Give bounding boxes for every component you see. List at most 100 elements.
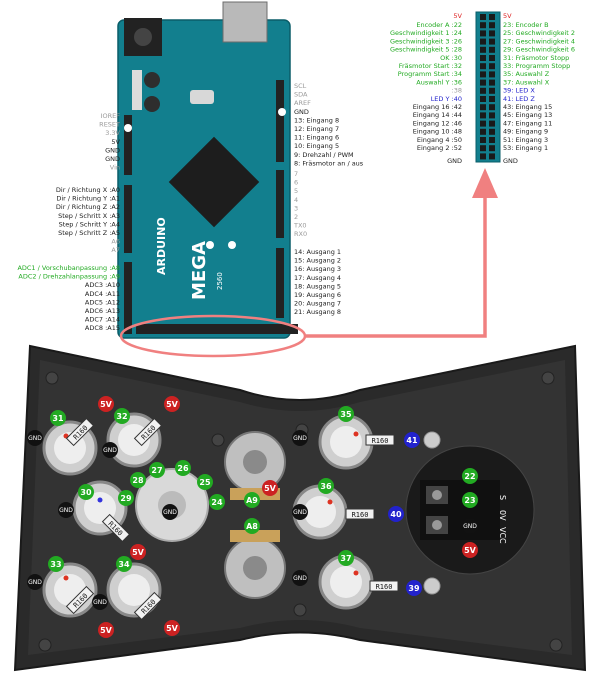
svg-text:GND: GND (163, 509, 177, 516)
header-pin (480, 79, 486, 86)
digital-pin-label: 5 (294, 187, 298, 195)
analog-pin-label: ADC1 / Vorschubanpassung :A8 (17, 264, 120, 272)
analog-pin-label: Step / Schritt X :A3 (58, 212, 120, 220)
gnd-badge: GND (292, 504, 308, 520)
header-pin (480, 104, 486, 111)
header-pin (489, 153, 495, 160)
svg-text:36: 36 (320, 482, 332, 491)
badge-b24: 24 (209, 494, 225, 510)
badge-v5: 5V (98, 396, 114, 412)
header-pin-label-left: Eingang 14 :44 (413, 111, 462, 119)
header-gnd-right: GND (503, 157, 518, 165)
mount-hole (124, 124, 132, 132)
header-right-labels: 23: Encoder B25: Geschwindigkeit 227: Ge… (503, 21, 575, 152)
screw (293, 603, 307, 617)
gnd-badge: GND (58, 502, 74, 518)
gnd-badge: GND (92, 594, 108, 610)
header-pin (489, 137, 495, 143)
header-pin (480, 38, 486, 45)
usb-port (222, 1, 268, 43)
analog-pin-label: ADC7 :A14 (85, 316, 120, 324)
svg-text:40: 40 (390, 510, 402, 519)
digital-pin-label: 3 (294, 204, 298, 212)
header-pin-label-left: Eingang 4 :50 (417, 136, 462, 144)
svg-text:GND: GND (93, 599, 107, 606)
gnd-badge: GND (162, 504, 178, 520)
svg-text:GND: GND (293, 509, 307, 516)
header-pin (489, 30, 495, 37)
svg-text:GND: GND (59, 507, 73, 514)
gnd-badge: GND (462, 518, 478, 534)
header-pin (480, 128, 486, 135)
badge-b23: 23 (462, 492, 478, 508)
badge-b27: 27 (149, 462, 165, 478)
resistor-r160: R160 (369, 580, 399, 592)
svg-text:R160: R160 (376, 583, 393, 591)
svg-text:GND: GND (28, 435, 42, 442)
header-pin-label-left: Geschwindigkeit 3 :26 (390, 37, 462, 45)
digital-pin-label: AREF (294, 99, 311, 107)
terminal-s: S (498, 495, 507, 500)
svg-text:GND: GND (28, 579, 42, 586)
svg-text:22: 22 (464, 472, 475, 481)
power-pin-label: IOREF (101, 112, 121, 120)
header-pin (480, 30, 486, 37)
header-pin (480, 46, 486, 53)
digital-pin-label: 10: Eingang 5 (294, 142, 339, 150)
header-pin (480, 87, 486, 94)
header-pin (489, 63, 495, 70)
connector-arrow (305, 196, 487, 338)
power-pin-label: RESET (99, 121, 120, 129)
power-pin-label: Vin (110, 164, 120, 172)
header-pin-label-right: 25: Geschwindigkeit 2 (503, 29, 575, 37)
header-pin-label-right: 47: Eingang 11 (503, 119, 552, 127)
encoder-module: S 0V VCC (405, 445, 535, 575)
badge-b30: 30 (78, 484, 94, 500)
comm-header (276, 248, 284, 318)
header-pin-label-right: 31: Fräsmotor Stopp (503, 54, 569, 62)
header-pin (480, 22, 486, 29)
svg-text:R160: R160 (372, 437, 389, 445)
gnd-badge: GND (292, 570, 308, 586)
header-pin-label-left: Encoder A :22 (416, 21, 462, 29)
comm-pin-label: 16: Ausgang 3 (294, 265, 341, 273)
mount-hole (278, 108, 286, 116)
digital-pin-label: RX0 (294, 230, 307, 238)
header-pin-label-left: Eingang 12 :46 (413, 119, 462, 127)
header-pin (480, 120, 486, 127)
header-pin-label-left: Eingang 16 :42 (413, 103, 462, 111)
screw (45, 371, 59, 385)
svg-text:A9: A9 (246, 496, 258, 505)
svg-text:5V: 5V (464, 546, 477, 555)
analog-header-2 (124, 262, 132, 334)
header-gnd-left: GND (447, 157, 462, 165)
svg-text:5V: 5V (166, 624, 179, 633)
header-pin-label-left: Eingang 2 :52 (417, 144, 462, 152)
comm-pin-label: 20: Ausgang 7 (294, 300, 341, 308)
header-pin-label-right: 53: Eingang 1 (503, 144, 548, 152)
terminal-vcc: VCC (498, 527, 507, 544)
badge-v5: 5V (164, 620, 180, 636)
header-pin (489, 120, 495, 127)
analog-pin-label: A7 (111, 246, 120, 254)
header-pin-label-right: 29: Geschwindigkeit 6 (503, 46, 575, 54)
analog-pin-label: ADC5 :A12 (85, 298, 120, 306)
comm-pin-label: 19: Ausgang 6 (294, 291, 341, 299)
badge-b29: 29 (118, 490, 134, 506)
header-pin-label-right: 43: Eingang 15 (503, 103, 552, 111)
led-z (423, 431, 441, 449)
header-pin-label-left: Geschwindigkeit 1 :24 (390, 29, 462, 37)
svg-text:32: 32 (116, 412, 127, 421)
header-pin (489, 87, 495, 94)
digital-pin-label: GND (294, 108, 309, 116)
microcontroller-chip (168, 136, 260, 228)
badge-b32: 32 (114, 408, 130, 424)
header-pin (480, 14, 486, 20)
header-pin (480, 55, 486, 61)
header-pin-label-left: OK :30 (440, 54, 462, 62)
badge-b37: 37 (338, 550, 354, 566)
header-pin (480, 145, 486, 152)
screw (211, 433, 225, 447)
